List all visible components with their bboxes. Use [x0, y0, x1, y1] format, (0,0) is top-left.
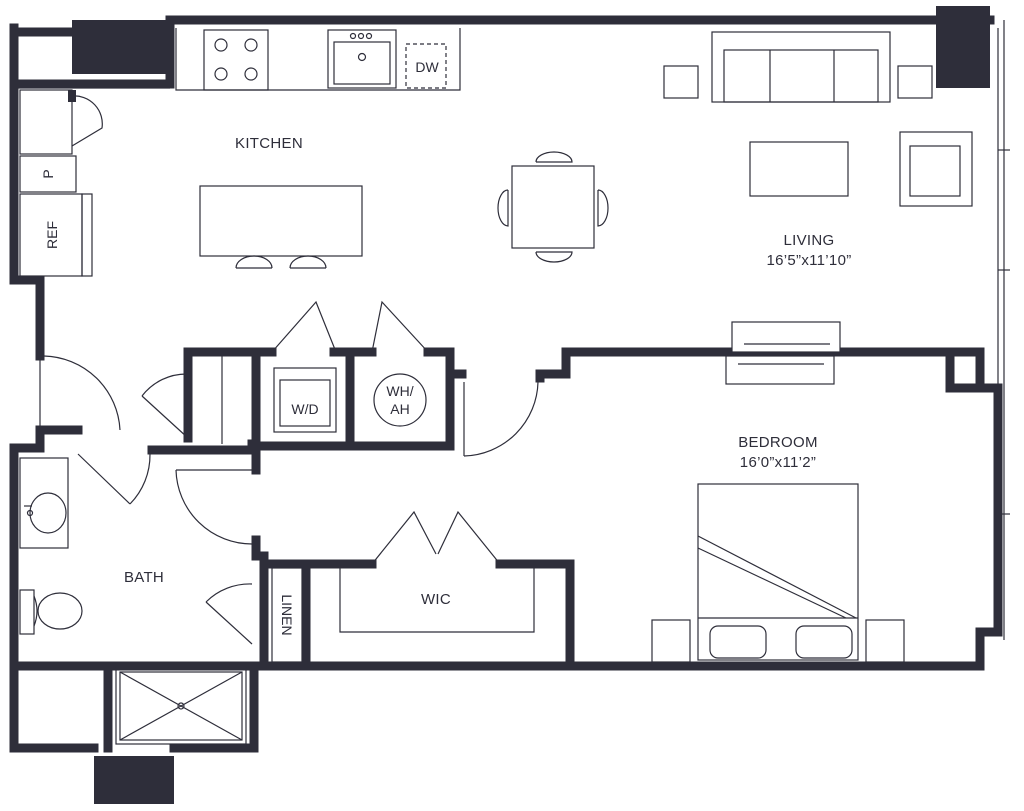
bath-label: BATH — [124, 569, 164, 586]
vanity — [19, 457, 69, 549]
counter-line — [175, 28, 461, 91]
kitchen-counter-wall — [9, 15, 175, 89]
linen-door[interactable] — [205, 583, 253, 645]
dining-table — [497, 151, 609, 263]
refrigerator-label: REF — [44, 221, 60, 249]
linen-label: LINEN — [279, 594, 295, 635]
shower — [115, 667, 247, 745]
pantry-closet — [19, 89, 103, 155]
wic-top-right — [495, 559, 575, 671]
utility-wall-right — [251, 347, 455, 451]
wic-label: WIC — [421, 591, 451, 608]
living-label: LIVING — [784, 232, 835, 249]
bathroom-inner-door[interactable] — [175, 469, 253, 545]
dishwasher-label: DW — [415, 59, 439, 75]
bath-right-wall — [251, 535, 269, 671]
closet-left-wall — [183, 347, 277, 443]
kitchen-label: KITCHEN — [235, 135, 303, 152]
wic-double-door[interactable] — [371, 510, 501, 565]
bath-entry-door[interactable] — [77, 453, 151, 505]
laundry-double-door[interactable] — [271, 300, 429, 353]
coat-closet-door[interactable] — [141, 373, 189, 439]
side-table-right — [897, 65, 933, 99]
bedroom-door[interactable] — [463, 381, 539, 457]
bedroom-living-wall — [535, 347, 1003, 393]
washer-dryer: W/D — [273, 367, 337, 433]
living-dimensions: 16’5”x11’10” — [766, 252, 851, 269]
wic-shelf — [339, 566, 535, 633]
left-upper-wall — [9, 23, 45, 361]
left-lower-wall — [9, 425, 99, 753]
pantry: P — [19, 155, 77, 193]
bedroom-label: BEDROOM — [738, 434, 818, 451]
entry-door[interactable] — [39, 355, 121, 431]
toilet — [19, 589, 83, 635]
nightstand-right — [865, 619, 905, 663]
side-table-left — [663, 65, 699, 99]
tv-console-living — [731, 321, 841, 353]
dishwasher: DW — [405, 43, 447, 89]
water-heater-label-1: WH/ — [386, 383, 413, 399]
refrigerator: REF — [19, 193, 93, 277]
sofa — [711, 31, 891, 103]
kitchen-sink — [327, 29, 397, 89]
pantry-label: P — [40, 169, 56, 178]
bottom-exterior-wall — [169, 389, 1003, 753]
tv-console-bedroom — [725, 355, 835, 385]
bed — [697, 483, 859, 661]
column-bottom — [94, 756, 174, 804]
water-heater: WH/ AH — [373, 373, 427, 427]
column-top-left — [72, 20, 170, 74]
armchair — [899, 131, 973, 207]
cooktop — [203, 29, 269, 91]
water-heater-label-2: AH — [390, 401, 409, 417]
bedroom-column-notch — [945, 347, 985, 393]
bedroom-dimensions: 16’0”x11’2” — [740, 454, 816, 471]
washer-dryer-label: W/D — [291, 401, 318, 417]
nightstand-left — [651, 619, 691, 663]
coffee-table — [749, 141, 849, 197]
kitchen-island — [199, 185, 363, 269]
linen-closet: LINEN — [271, 567, 303, 663]
laundry-bottom-wall — [147, 439, 257, 455]
